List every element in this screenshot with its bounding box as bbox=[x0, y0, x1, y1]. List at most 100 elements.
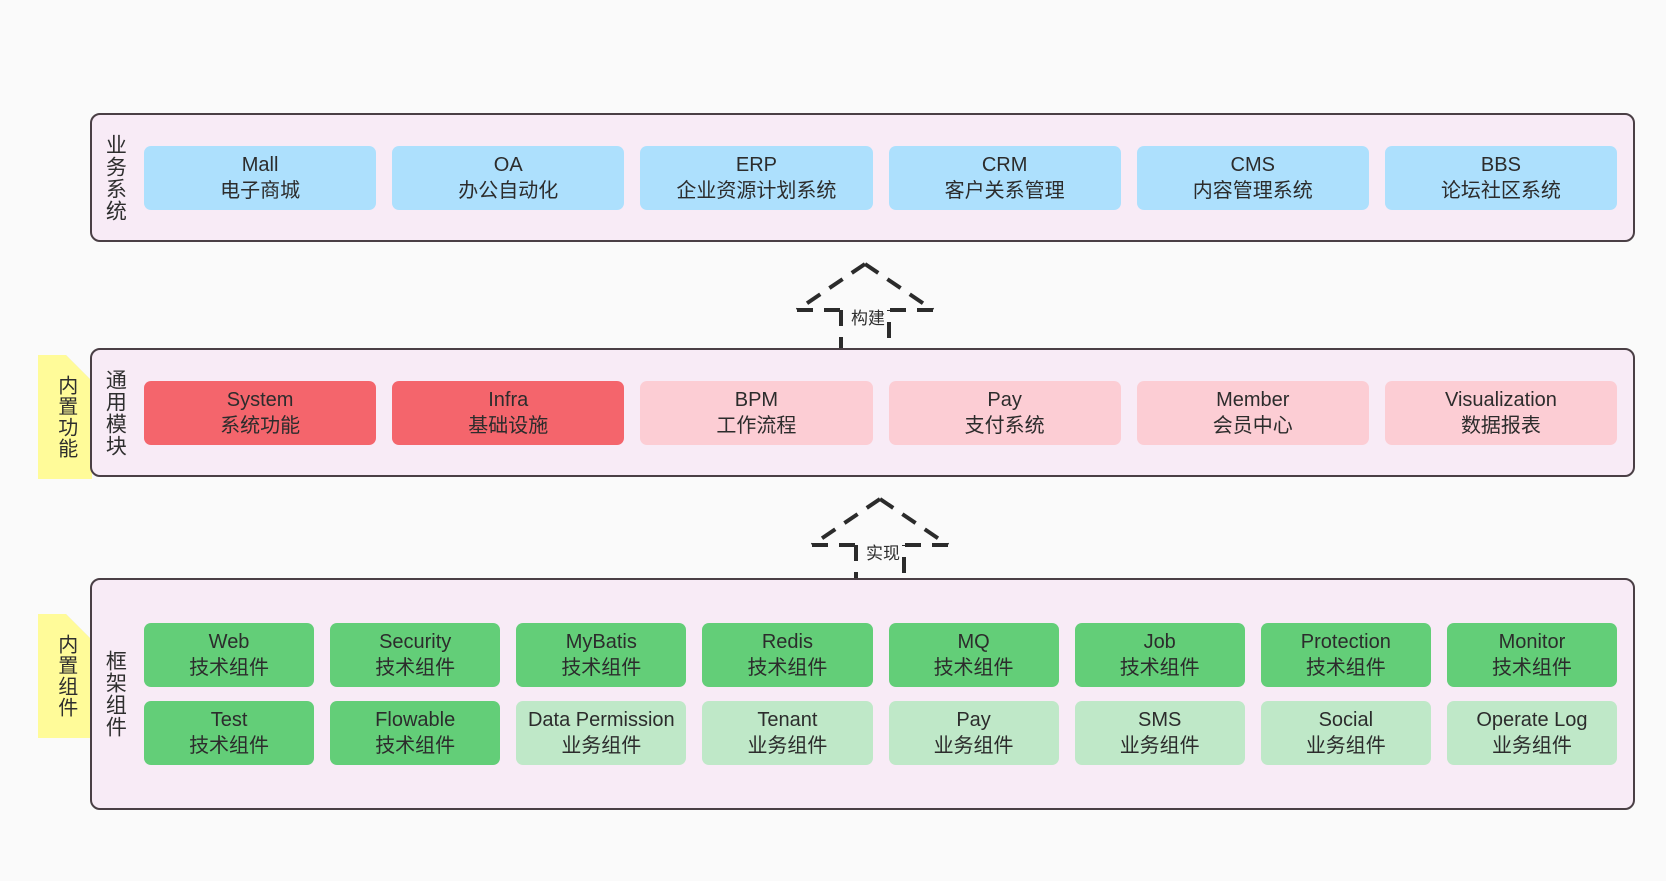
box-subtitle: 客户关系管理 bbox=[944, 179, 1065, 202]
connector-implement: 实现 bbox=[800, 493, 960, 593]
layer-body-framework-component: Web 技术组件 Security 技术组件 MyBatis 技术组件 Redi… bbox=[136, 580, 1633, 808]
box-title: Test bbox=[210, 709, 248, 731]
box-title: Social bbox=[1318, 709, 1374, 731]
note-text: 内置组件 bbox=[54, 634, 77, 718]
business-box-oa[interactable]: OA 办公自动化 bbox=[392, 145, 625, 210]
box-subtitle: 技术组件 bbox=[189, 657, 270, 679]
box-subtitle: 工作流程 bbox=[716, 414, 797, 437]
component-box-web[interactable]: Web 技术组件 bbox=[144, 623, 315, 687]
box-title: OA bbox=[493, 153, 523, 176]
box-title: Web bbox=[208, 631, 250, 653]
note-builtin-features: 内置功能 bbox=[38, 355, 92, 479]
box-title: Pay bbox=[956, 709, 991, 731]
box-subtitle: 业务组件 bbox=[747, 735, 828, 757]
box-title: CRM bbox=[981, 153, 1028, 176]
note-builtin-components: 内置组件 bbox=[38, 614, 92, 738]
box-subtitle: 办公自动化 bbox=[458, 179, 559, 202]
component-box-pay[interactable]: Pay 业务组件 bbox=[888, 701, 1059, 765]
box-title: SMS bbox=[1138, 709, 1182, 731]
box-title: Security bbox=[379, 631, 452, 653]
box-subtitle: 会员中心 bbox=[1212, 414, 1293, 437]
note-fold-corner-icon bbox=[66, 355, 92, 381]
layer-title-common-module: 通用模块 bbox=[103, 368, 127, 457]
business-box-crm[interactable]: CRM 客户关系管理 bbox=[888, 145, 1121, 210]
component-box-redis[interactable]: Redis 技术组件 bbox=[702, 623, 873, 687]
business-box-mall[interactable]: Mall 电子商城 bbox=[144, 145, 377, 210]
component-box-tenant[interactable]: Tenant 业务组件 bbox=[702, 701, 873, 765]
module-box-bpm[interactable]: BPM 工作流程 bbox=[640, 380, 873, 445]
box-subtitle: 技术组件 bbox=[1305, 657, 1386, 679]
box-subtitle: 企业资源计划系统 bbox=[676, 179, 837, 202]
box-title: Redis bbox=[761, 631, 813, 653]
box-subtitle: 技术组件 bbox=[933, 657, 1014, 679]
box-title: MQ bbox=[957, 631, 990, 653]
box-title: System bbox=[226, 388, 294, 411]
box-subtitle: 技术组件 bbox=[561, 657, 642, 679]
box-title: Mall bbox=[241, 153, 279, 176]
layer-title-business-system: 业务系统 bbox=[103, 133, 127, 222]
component-box-protection[interactable]: Protection 技术组件 bbox=[1260, 623, 1431, 687]
layer-row-tech: Web 技术组件 Security 技术组件 MyBatis 技术组件 Redi… bbox=[144, 623, 1617, 687]
module-box-visualization[interactable]: Visualization 数据报表 bbox=[1384, 380, 1618, 445]
box-title: Monitor bbox=[1498, 631, 1566, 653]
layer-row-biz: Test 技术组件 Flowable 技术组件 Data Permission … bbox=[144, 701, 1617, 765]
box-title: BBS bbox=[1480, 153, 1521, 176]
box-subtitle: 业务组件 bbox=[933, 735, 1014, 757]
component-box-security[interactable]: Security 技术组件 bbox=[330, 623, 501, 687]
module-box-system[interactable]: System 系统功能 bbox=[144, 380, 377, 445]
business-box-cms[interactable]: CMS 内容管理系统 bbox=[1136, 145, 1369, 210]
generalization-arrow-icon bbox=[810, 497, 950, 591]
box-title: Tenant bbox=[757, 709, 818, 731]
layer-framework-component: 框架组件 Web 技术组件 Security 技术组件 MyBatis 技术组件… bbox=[90, 578, 1635, 810]
box-subtitle: 电子商城 bbox=[220, 179, 301, 202]
box-subtitle: 内容管理系统 bbox=[1192, 179, 1313, 202]
layer-row: System 系统功能 Infra 基础设施 BPM 工作流程 Pay 支付系统… bbox=[144, 380, 1618, 445]
component-box-flowable[interactable]: Flowable 技术组件 bbox=[330, 701, 501, 765]
box-subtitle: 业务组件 bbox=[1119, 735, 1200, 757]
component-box-social[interactable]: Social 业务组件 bbox=[1260, 701, 1431, 765]
box-subtitle: 业务组件 bbox=[1305, 735, 1386, 757]
box-title: Job bbox=[1143, 631, 1176, 653]
box-title: Member bbox=[1216, 388, 1290, 411]
component-box-job[interactable]: Job 技术组件 bbox=[1074, 623, 1245, 687]
box-title: Data Permission bbox=[527, 709, 675, 731]
box-title: BPM bbox=[734, 388, 779, 411]
box-title: MyBatis bbox=[565, 631, 637, 653]
component-box-monitor[interactable]: Monitor 技术组件 bbox=[1446, 623, 1617, 687]
box-title: ERP bbox=[735, 153, 777, 176]
connector-build: 构建 bbox=[785, 258, 945, 358]
layer-row: Mall 电子商城 OA 办公自动化 ERP 企业资源计划系统 CRM 客户关系… bbox=[144, 145, 1618, 210]
connector-label-build: 构建 bbox=[851, 309, 885, 328]
module-box-member[interactable]: Member 会员中心 bbox=[1136, 380, 1369, 445]
box-subtitle: 论坛社区系统 bbox=[1440, 179, 1561, 202]
note-text: 内置功能 bbox=[54, 375, 77, 459]
box-title: CMS bbox=[1230, 153, 1275, 176]
layer-title-framework-component: 框架组件 bbox=[103, 650, 127, 738]
box-subtitle: 数据报表 bbox=[1460, 414, 1541, 437]
business-box-bbs[interactable]: BBS 论坛社区系统 bbox=[1384, 145, 1618, 210]
box-title: Operate Log bbox=[1476, 709, 1588, 731]
box-subtitle: 系统功能 bbox=[220, 414, 301, 437]
component-box-mybatis[interactable]: MyBatis 技术组件 bbox=[516, 623, 687, 687]
component-box-test[interactable]: Test 技术组件 bbox=[144, 701, 315, 765]
box-title: Infra bbox=[488, 388, 529, 411]
box-subtitle: 技术组件 bbox=[747, 657, 828, 679]
connector-label-implement: 实现 bbox=[866, 544, 900, 563]
business-box-erp[interactable]: ERP 企业资源计划系统 bbox=[640, 145, 873, 210]
layer-common-module: 通用模块 System 系统功能 Infra 基础设施 BPM 工作流程 Pay… bbox=[90, 348, 1635, 477]
component-box-mq[interactable]: MQ 技术组件 bbox=[888, 623, 1059, 687]
box-subtitle: 技术组件 bbox=[375, 735, 456, 757]
layer-business-system: 业务系统 Mall 电子商城 OA 办公自动化 ERP 企业资源计划系统 CRM… bbox=[90, 113, 1635, 242]
component-box-operate-log[interactable]: Operate Log 业务组件 bbox=[1446, 701, 1617, 765]
box-subtitle: 技术组件 bbox=[1119, 657, 1200, 679]
module-box-infra[interactable]: Infra 基础设施 bbox=[392, 380, 625, 445]
component-box-sms[interactable]: SMS 业务组件 bbox=[1074, 701, 1245, 765]
box-title: Pay bbox=[987, 388, 1022, 411]
box-subtitle: 基础设施 bbox=[468, 414, 549, 437]
box-subtitle: 支付系统 bbox=[964, 414, 1045, 437]
module-box-pay[interactable]: Pay 支付系统 bbox=[888, 380, 1121, 445]
box-title: Flowable bbox=[375, 709, 456, 731]
component-box-data-permission[interactable]: Data Permission 业务组件 bbox=[516, 701, 687, 765]
box-subtitle: 业务组件 bbox=[1491, 735, 1572, 757]
